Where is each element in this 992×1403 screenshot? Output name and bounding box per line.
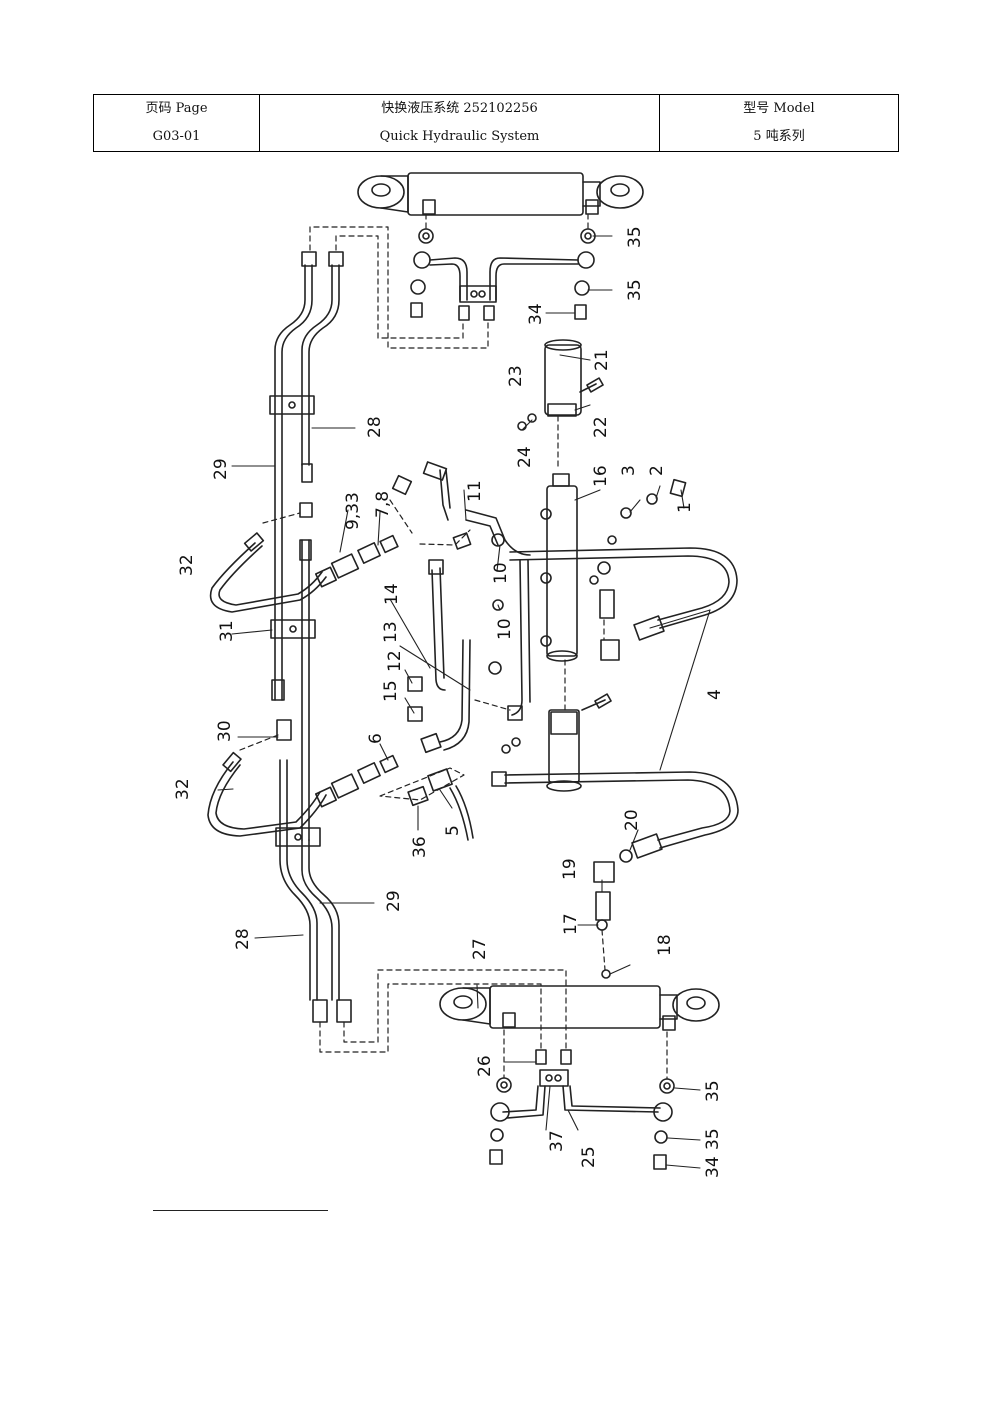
callout-4: 4 <box>705 689 725 700</box>
top-dashed-links <box>309 214 589 471</box>
bottom-cylinder <box>439 985 720 1170</box>
callout-32a: 32 <box>177 554 197 576</box>
callout-18: 18 <box>655 934 675 956</box>
callout-9-33: 9,33 <box>343 492 363 530</box>
model-label: 型号 Model <box>743 101 815 116</box>
callout-36: 36 <box>410 836 430 858</box>
title-cn: 快换液压系统 252102256 <box>381 101 538 116</box>
callout-34b: 34 <box>703 1156 723 1178</box>
model-cell: 型号 Model 5 吨系列 <box>659 94 899 152</box>
callout-10a: 10 <box>491 562 511 584</box>
callout-19: 19 <box>560 858 580 880</box>
callout-20: 20 <box>622 809 642 831</box>
couplers <box>314 534 474 841</box>
callout-29a: 29 <box>211 458 231 480</box>
callout-23: 23 <box>506 365 526 387</box>
page-value: G03-01 <box>152 129 201 144</box>
page-cell: 页码 Page G03-01 <box>93 94 260 152</box>
tubes-13-14 <box>391 461 531 754</box>
title-cell: 快换液压系统 252102256 Quick Hydraulic System <box>259 94 660 152</box>
callout-35c: 35 <box>703 1080 723 1102</box>
callout-30: 30 <box>215 720 235 742</box>
callout-31: 31 <box>217 620 237 642</box>
callout-35a: 35 <box>625 226 645 248</box>
long-pipes <box>269 251 352 1023</box>
model-value: 5 吨系列 <box>753 129 805 144</box>
callout-labels: 1 2 3 4 5 6 7,8 9,33 10 10 11 12 13 14 1… <box>173 226 725 1178</box>
callout-11: 11 <box>465 480 485 502</box>
callout-25: 25 <box>579 1146 599 1168</box>
callout-28a: 28 <box>365 416 385 438</box>
callout-35b: 35 <box>625 279 645 301</box>
page-label: 页码 Page <box>145 101 208 116</box>
callout-32b: 32 <box>173 778 193 800</box>
hoses-4 <box>491 547 739 859</box>
callout-15: 15 <box>381 680 401 702</box>
footer-rule <box>153 1210 328 1211</box>
callout-37: 37 <box>547 1130 567 1152</box>
callout-29b: 29 <box>384 890 404 912</box>
top-fittings <box>410 228 596 321</box>
title-en: Quick Hydraulic System <box>379 129 540 144</box>
callout-16: 16 <box>591 465 611 487</box>
callout-34a: 34 <box>526 303 546 325</box>
hydraulic-exploded-diagram: 1 2 3 4 5 6 7,8 9,33 10 10 11 12 13 14 1… <box>173 172 739 1178</box>
callout-13: 13 <box>381 621 401 643</box>
callout-35d: 35 <box>703 1128 723 1150</box>
callout-26: 26 <box>475 1055 495 1077</box>
lower-dashed-links <box>239 499 668 1080</box>
callout-5: 5 <box>443 825 463 836</box>
callout-7-8: 7,8 <box>373 491 393 518</box>
callout-27: 27 <box>470 938 490 960</box>
callout-12: 12 <box>385 650 405 672</box>
header-table: 页码 Page G03-01 快换液压系统 252102256 Quick Hy… <box>93 94 899 152</box>
callout-2: 2 <box>647 465 667 476</box>
callout-6: 6 <box>366 733 386 744</box>
callout-14: 14 <box>382 583 402 605</box>
callout-1: 1 <box>675 502 695 513</box>
right-fittings <box>589 478 687 979</box>
callout-22: 22 <box>591 416 611 438</box>
callout-17: 17 <box>561 913 581 935</box>
callout-3: 3 <box>619 465 639 476</box>
top-cylinder <box>357 172 644 216</box>
callout-21: 21 <box>592 349 612 371</box>
callout-10b: 10 <box>495 618 515 640</box>
hoses-32 <box>207 532 327 837</box>
callout-28b: 28 <box>233 928 253 950</box>
callout-24: 24 <box>515 446 535 468</box>
valve-assembly <box>488 339 612 792</box>
leader-lines <box>217 235 711 1169</box>
